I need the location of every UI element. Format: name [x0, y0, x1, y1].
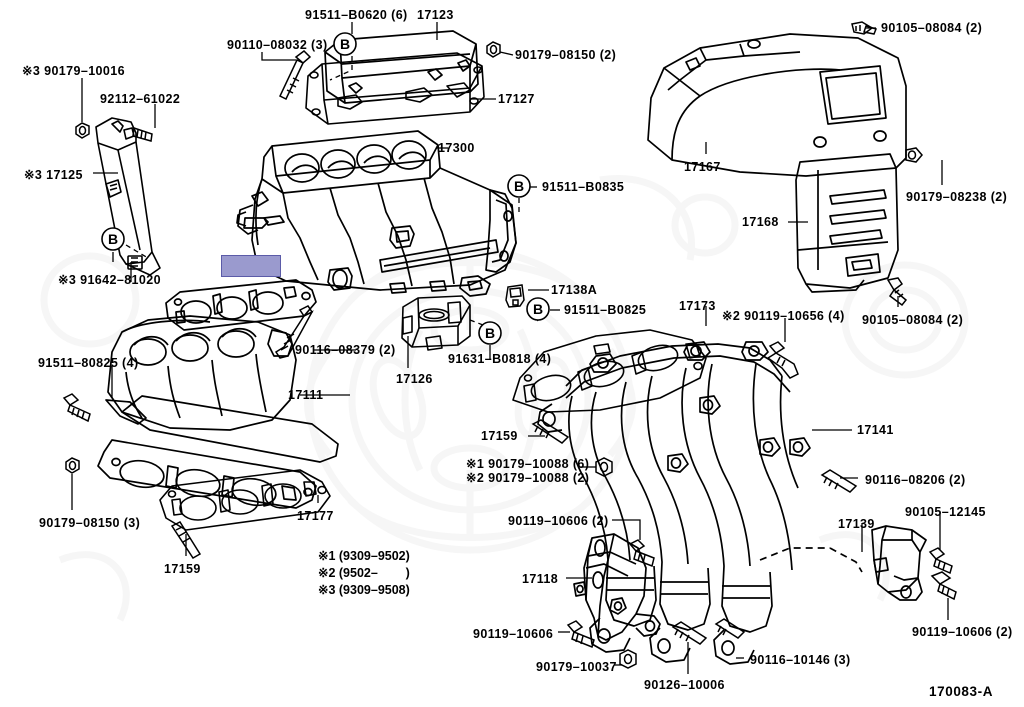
callout-17141[interactable]: 17141: [857, 423, 894, 437]
callout-17127[interactable]: 17127: [498, 92, 535, 106]
callout-90179-10088-2[interactable]: ※2 90179–10088 (2): [466, 471, 590, 485]
callout-91511-B0835[interactable]: 91511–B0835: [542, 180, 625, 194]
callout-90119-10606-2b[interactable]: 90119–10606 (2): [912, 625, 1013, 639]
callout-17118[interactable]: 17118: [522, 572, 559, 586]
part-17138A-insulator: [505, 284, 525, 308]
callout-90179-08150-3[interactable]: 90179–08150 (3): [39, 516, 141, 530]
callout-90119-10606-2a[interactable]: 90119–10606 (2): [508, 514, 609, 528]
highlighted-part-label[interactable]: [221, 255, 281, 277]
figure-id: 170083-A: [929, 684, 994, 699]
callout-90116-08206[interactable]: 90116–08206 (2): [865, 473, 966, 487]
callout-90105-12145[interactable]: 90105–12145: [905, 505, 986, 519]
part-90179-08238-washer: [905, 147, 923, 163]
svg-text:B: B: [485, 325, 495, 341]
part-90119-10606-bolt-c: [930, 571, 957, 601]
part-17141-exhaust-manifold: [537, 341, 863, 665]
callout-90105-08084-top[interactable]: 90105–08084 (2): [881, 21, 983, 35]
part-90116-08206-stud: [820, 469, 858, 493]
ring-markers: [101, 32, 550, 345]
callout-17139[interactable]: 17139: [838, 517, 875, 531]
callout-90179-10016[interactable]: ※3 90179–10016: [22, 64, 125, 78]
callout-17126[interactable]: 17126: [396, 372, 433, 386]
svg-text:B: B: [533, 301, 543, 317]
part-90116-08379-stud: [274, 305, 314, 359]
part-90116-10146-stud: [714, 618, 746, 639]
part-90119-10656-bolt: [766, 341, 799, 379]
part-17300-intake-manifold: [236, 130, 517, 297]
callout-17168[interactable]: 17168: [742, 215, 779, 229]
callout-17159-right[interactable]: 17159: [481, 429, 518, 443]
part-90179-10037-nut: [619, 649, 637, 669]
part-17159-stud-right: [531, 419, 570, 444]
part-90119-10606-bolt-b: [566, 620, 595, 649]
callout-90179-10088-6[interactable]: ※1 90179–10088 (6): [466, 457, 590, 471]
part-17118-bracket: [573, 533, 661, 641]
callout-90126-10006[interactable]: 90126–10006: [644, 678, 725, 692]
part-91511-80825-bolt: [62, 393, 91, 423]
callout-17167[interactable]: 17167: [684, 160, 721, 174]
part-17168-insulator: [795, 153, 899, 293]
callout-17177[interactable]: 17177: [297, 509, 334, 523]
legend-note-2: ※2 (9502– ): [318, 566, 410, 580]
callout-17300[interactable]: 17300: [438, 141, 475, 155]
callout-90116-08379[interactable]: 90116–08379 (2): [295, 343, 396, 357]
callout-91631-B0818[interactable]: 91631–B0818 (4): [448, 352, 552, 366]
callout-90110-08032[interactable]: 90110–08032 (3): [227, 38, 328, 52]
callout-17123[interactable]: 17123: [417, 8, 454, 22]
callout-90116-10146[interactable]: 90116–10146 (3): [750, 653, 851, 667]
part-17167-insulator: [647, 33, 907, 177]
part-17177-gasket: [159, 469, 331, 531]
callout-90179-10037[interactable]: 90179–10037: [536, 660, 617, 674]
svg-text:B: B: [340, 36, 350, 52]
callout-91511-B0620[interactable]: 91511–B0620 (6): [305, 8, 408, 22]
part-90110-08032-bolt: [279, 50, 312, 101]
callout-91642-81020[interactable]: ※3 91642–81020: [58, 273, 161, 287]
callout-17111[interactable]: 17111: [288, 388, 324, 402]
part-17111-exhaust-manifold: [97, 279, 339, 509]
part-90179-10088-nut: [595, 457, 613, 477]
part-92112-61022-bolt: [132, 126, 153, 142]
part-90119-10606-bolt-a: [628, 539, 655, 568]
part-90179-10016-nut: [75, 122, 90, 139]
part-90105-12145-screw: [928, 547, 953, 575]
callout-17138A[interactable]: 17138A: [551, 283, 598, 297]
callout-90119-10656[interactable]: ※2 90119–10656 (4): [722, 309, 845, 323]
part-90179-08150-nut-left: [65, 457, 80, 474]
callout-17125[interactable]: ※3 17125: [24, 168, 83, 182]
ring-marker-letters: B B B B B: [108, 36, 543, 341]
part-17127-gasket: [305, 52, 485, 125]
callout-90179-08238[interactable]: 90179–08238 (2): [906, 190, 1008, 204]
svg-text:B: B: [514, 178, 524, 194]
leader-lines: [71, 22, 949, 674]
part-90105-08084-screw-bottom: [886, 277, 908, 307]
callout-17159-left[interactable]: 17159: [164, 562, 201, 576]
callout-92112-61022[interactable]: 92112–61022: [100, 92, 181, 106]
part-90179-08150-washer: [486, 41, 501, 58]
callout-91511-80825[interactable]: 91511–80825 (4): [38, 356, 139, 370]
svg-text:B: B: [108, 231, 118, 247]
legend-note-1: ※1 (9309–9502): [318, 549, 410, 563]
callout-90119-10606[interactable]: 90119–10606: [473, 627, 554, 641]
callout-90105-08084-bot[interactable]: 90105–08084 (2): [862, 313, 964, 327]
part-90126-10006-stud: [671, 621, 708, 645]
callout-91511-B0825[interactable]: 91511–B0825: [564, 303, 647, 317]
callout-17173[interactable]: 17173: [679, 299, 716, 313]
part-17126-bracket: [401, 295, 471, 351]
background-watermark: [40, 175, 969, 622]
callout-90179-08150-2[interactable]: 90179–08150 (2): [515, 48, 617, 62]
part-17139-bracket: [871, 525, 927, 601]
legend-note-3: ※3 (9309–9508): [318, 583, 410, 597]
